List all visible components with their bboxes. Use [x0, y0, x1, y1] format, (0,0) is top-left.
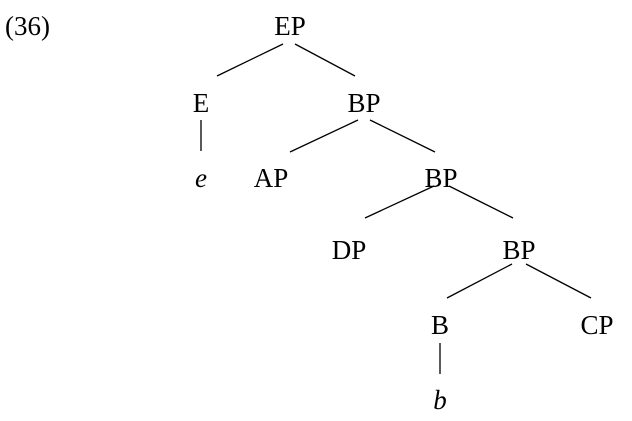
node-dp: DP [331, 235, 367, 265]
node-bp-1: BP [347, 88, 381, 118]
example-number: (36) [5, 11, 50, 41]
branch-bp3-cp [525, 263, 592, 299]
node-ep: EP [274, 11, 306, 41]
branch-ep-e [216, 43, 284, 77]
node-bp-2: BP [424, 163, 458, 193]
node-b: B [430, 310, 450, 340]
branch-bp2-dp [364, 185, 435, 219]
node-bp-3: BP [502, 235, 536, 265]
branch-bp2-bp3 [448, 185, 514, 219]
branch-bp1-bp2 [369, 119, 436, 153]
branch-bp3-b [446, 263, 513, 299]
branch-bp1-ap [289, 119, 359, 153]
node-cp: CP [580, 310, 614, 340]
node-e: E [192, 88, 210, 118]
node-b-terminal: b [433, 385, 447, 415]
node-ap: AP [253, 163, 289, 193]
node-e-terminal: e [195, 163, 207, 193]
branch-ep-bp1 [294, 43, 356, 77]
